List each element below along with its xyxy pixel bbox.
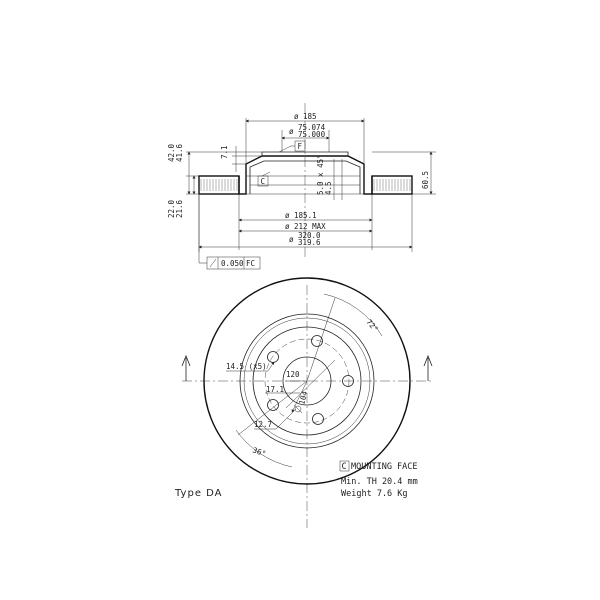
bolt-hole: [312, 413, 324, 425]
datum-c-label: C: [261, 177, 266, 186]
ring-hatching: [373, 179, 411, 191]
datum-f-label: F: [298, 142, 303, 151]
dim-max: ø 212 MAX: [238, 222, 373, 233]
dim-center-bore-lower: 75.000: [298, 130, 326, 139]
dim-thickness: 22.0 21.6: [167, 175, 199, 218]
bolt-hole: [267, 399, 279, 411]
dim-total-height-text: 60.5: [421, 171, 430, 189]
runout-icon: [209, 258, 217, 268]
dim-hat-outer-text: ø 185: [294, 112, 317, 121]
datum-c-flag: C: [257, 171, 271, 187]
dim-disc-lower: 319.6: [298, 238, 321, 247]
dim-center-bore: ø 75.074 75.000: [281, 123, 330, 152]
dim-disc-upper: 320.0: [298, 231, 321, 240]
dim-total-height: 60.5: [372, 151, 436, 195]
min-thickness-text: Min. TH 20.4 mm: [341, 477, 418, 487]
locating-pin-hole: [294, 405, 302, 413]
notes: C MOUNTING FACE Min. TH 20.4 mm Weight 7…: [174, 460, 418, 499]
mounting-face-badge: [339, 460, 350, 472]
bolt-holes: [267, 335, 354, 425]
type-label: Type DA: [174, 488, 223, 499]
dim-center-bore-upper: 75.074: [298, 123, 326, 132]
dim-inner-text: ø 185.1: [285, 211, 317, 220]
dim-chamfer: 5.0 x 45° 4.5: [316, 154, 343, 200]
dim-chamfer-lower: 4.5: [324, 181, 333, 195]
weight-text: Weight 7.6 Kg: [341, 489, 408, 499]
dim-hole-offset: 17.1: [265, 385, 300, 394]
dim-pcd-text: 120: [286, 370, 300, 379]
mounting-face-text: MOUNTING FACE: [351, 462, 418, 472]
front-view: 72° 14.5 (x5) 120 104 17.1 12.7: [181, 277, 433, 528]
dim-thickness-upper: 22.0: [167, 199, 176, 218]
dim-radius-small: 12.7: [254, 408, 297, 430]
dim-disc-prefix: ø: [289, 235, 294, 244]
mounting-badge-text: C: [342, 462, 347, 472]
dim-max-text: ø 212 MAX: [285, 222, 326, 231]
hat-outer-ring: [239, 313, 375, 449]
dim-height-lower: 41.6: [175, 143, 184, 162]
side-view: ø 185 ø 75.074 75.000 F C 7.1: [167, 103, 436, 270]
dim-hole-offset-text: 17.1: [266, 385, 284, 394]
dim-pin-hole: [293, 404, 303, 414]
ring-hatching: [200, 179, 238, 191]
tolerance-ref: FC: [246, 259, 255, 268]
dim-inner: ø 185.1: [238, 194, 373, 250]
dim-radius-small-text: 12.7: [254, 420, 272, 429]
dim-angle-bottom: 36°: [235, 380, 308, 468]
dim-height-upper: 42.0: [167, 143, 176, 162]
dim-center-bore-prefix: ø: [289, 127, 294, 136]
hat-inner-ring: [252, 326, 362, 436]
dim-chamfer-upper: 5.0 x 45°: [316, 154, 325, 195]
disc-outer-edge: [203, 277, 411, 485]
center-bore: [282, 356, 332, 406]
bolt-hole: [311, 335, 323, 347]
disc-profile: [198, 151, 413, 195]
tolerance-frame: 0.050 FC: [198, 194, 261, 270]
dim-bolt-holes: 14.5 (x5): [226, 361, 275, 372]
dim-angle-top-text: 72°: [364, 318, 380, 334]
dim-bolt-holes-text: 14.5 (x5): [226, 362, 267, 371]
bolt-circle: [264, 338, 350, 424]
dim-hat-outer: ø 185: [245, 112, 365, 164]
dim-angle-top: 72°: [306, 293, 383, 382]
tolerance-value: 0.050: [221, 259, 244, 268]
dim-height: 42.0 41.6: [167, 143, 262, 195]
dim-angle-bottom-text: 36°: [251, 445, 267, 458]
dim-center-hole-text: 104: [297, 390, 309, 406]
bolt-hole: [267, 351, 279, 363]
datum-f-flag: F: [278, 140, 306, 153]
bolt-hole: [342, 375, 354, 387]
dim-thickness-lower: 21.6: [175, 199, 184, 218]
